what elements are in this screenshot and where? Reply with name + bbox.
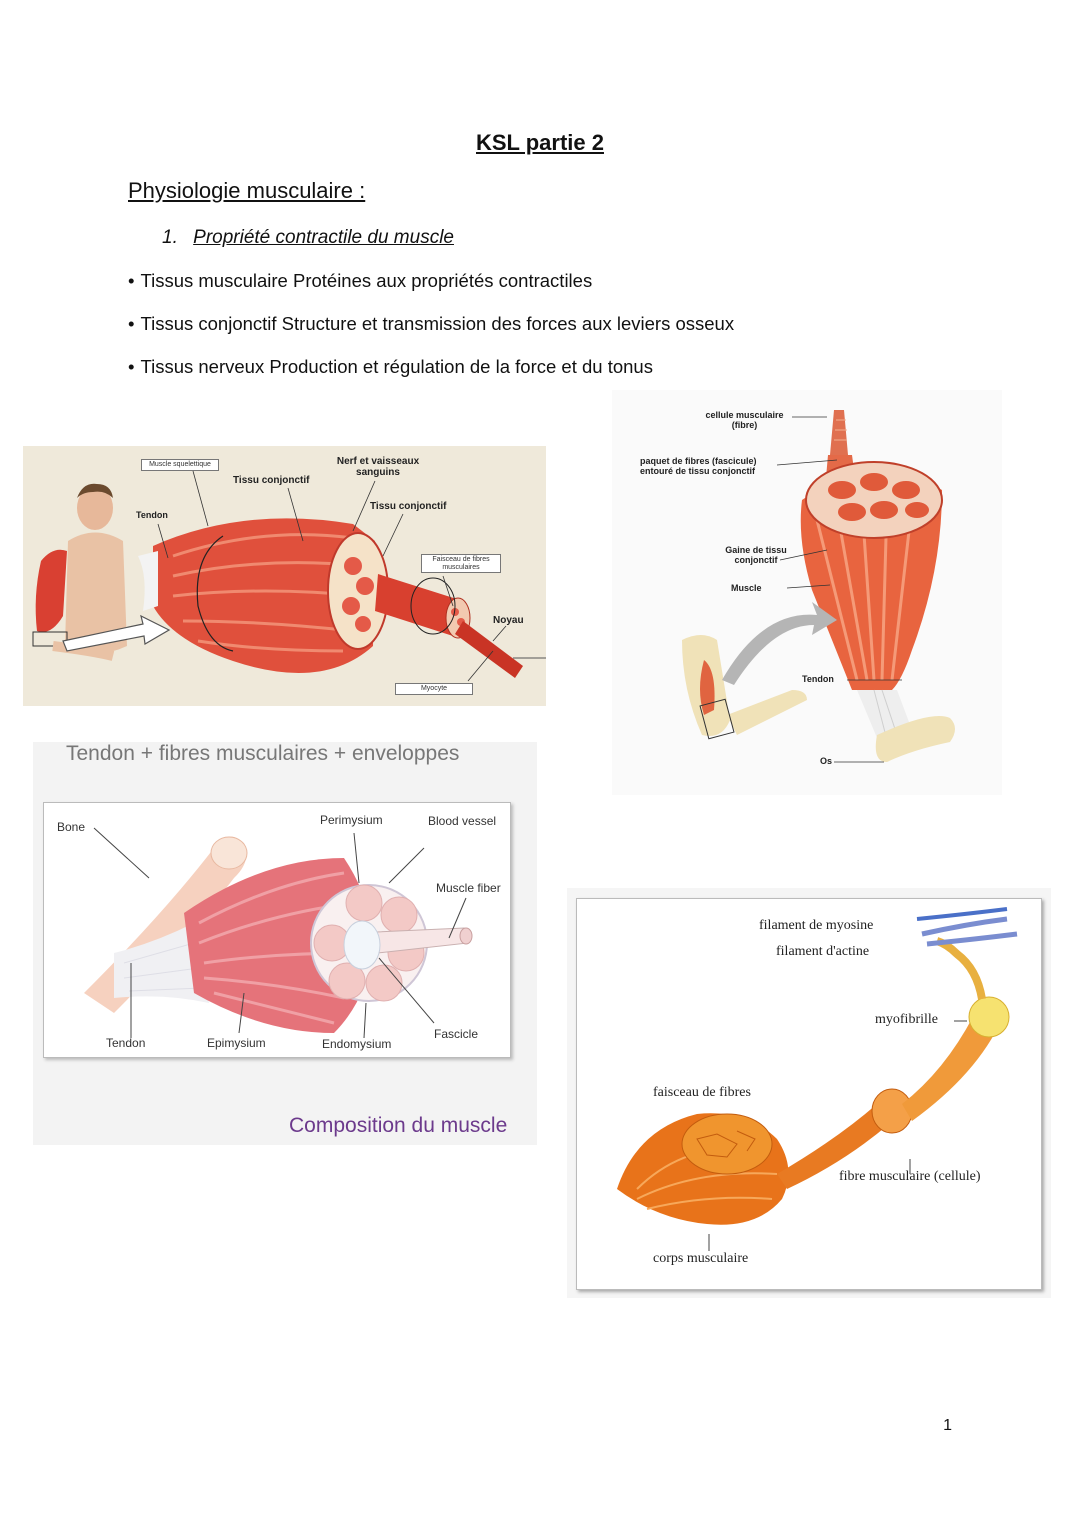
bullet-dot: • — [128, 270, 135, 291]
label-tendon: Tendon — [106, 1036, 146, 1050]
label-myocyte: Myocyte — [395, 683, 473, 695]
composition-diagram-panel: Bone Perimysium Blood vessel Muscle fibe… — [43, 802, 511, 1058]
myofibril-diagram-panel: filament de myosine filament d'actine my… — [576, 898, 1042, 1290]
label-muscle-squelettique: Muscle squelettique — [141, 459, 219, 471]
label-filament-myosine: filament de myosine — [759, 918, 874, 933]
label-perimysium: Perimysium — [320, 813, 383, 827]
figure-muscle-structure-arm: Muscle squelettique Tendon Tissu conjonc… — [23, 446, 546, 706]
label-corps-musculaire: corps musculaire — [653, 1251, 749, 1266]
label-noyau: Noyau — [493, 615, 524, 626]
label-faisceau: Faisceau de fibres musculaires — [421, 554, 501, 574]
label-filament-actine: filament d'actine — [776, 944, 870, 959]
label-paquet-fibres: paquet de fibres (fascicule) entouré de … — [640, 456, 757, 476]
label-faisceau-fibres: faisceau de fibres — [653, 1085, 751, 1100]
label-blood-vessel: Blood vessel — [428, 814, 497, 828]
section-title: Physiologie musculaire : — [128, 178, 366, 203]
label-fibre-musculaire: fibre musculaire (cellule) — [839, 1169, 981, 1184]
label-myofibrille: myofibrille — [875, 1012, 938, 1027]
bullet-dot: • — [128, 356, 135, 377]
label-tissu-conjonctif: Tissu conjonctif — [233, 475, 310, 486]
label-tendon: Tendon — [802, 674, 834, 684]
label-cellule-musculaire: cellule musculaire (fibre) — [705, 410, 784, 430]
label-muscle-fiber: Muscle fiber — [436, 881, 501, 895]
label-epimysium: Epimysium — [207, 1036, 266, 1050]
bullet-text: Tissus musculaire Protéines aux propriét… — [140, 270, 593, 291]
bullet-text: Tissus conjonctif Structure et transmiss… — [140, 313, 735, 334]
subsection-number: 1. — [162, 227, 178, 248]
subsection-title: Propriété contractile du muscle — [193, 227, 454, 248]
figure-footer: Composition du muscle — [289, 1114, 508, 1137]
label-nerf-vaisseaux: Nerf et vaisseaux sanguins — [336, 456, 420, 478]
myofibril-illustration — [617, 907, 1018, 1251]
document-title: KSL partie 2 — [476, 130, 604, 155]
bullet-text: Tissus nerveux Production et régulation … — [140, 356, 653, 377]
page-number: 1 — [943, 1417, 952, 1434]
bullet-item: •Tissus nerveux Production et régulation… — [128, 356, 653, 378]
figure-muscle-composition: Tendon + fibres musculaires + enveloppes — [33, 742, 537, 1145]
bullet-dot: • — [128, 313, 135, 334]
label-tissu-conjonctif: Tissu conjonctif — [370, 501, 447, 512]
subsection-heading: 1. Propriété contractile du muscle — [162, 227, 454, 249]
composition-illustration — [84, 827, 473, 1039]
label-gaine: Gaine de tissu conjonctif — [725, 545, 787, 565]
figure-muscle-tendon-bone: cellule musculaire (fibre) paquet de fib… — [612, 390, 1002, 795]
figure-myofibril: filament de myosine filament d'actine my… — [567, 888, 1051, 1298]
label-muscle: Muscle — [731, 583, 762, 593]
label-os: Os — [820, 756, 833, 766]
figure-header: Tendon + fibres musculaires + enveloppes — [66, 742, 460, 765]
bullet-item: •Tissus conjonctif Structure et transmis… — [128, 313, 734, 335]
muscle-fiber-illustration — [682, 410, 955, 763]
label-bone: Bone — [57, 820, 86, 834]
label-endomysium: Endomysium — [322, 1037, 392, 1051]
label-fascicle: Fascicle — [434, 1027, 479, 1041]
muscle-structure-illustration — [32, 470, 546, 682]
label-tendon: Tendon — [136, 510, 168, 520]
bullet-item: •Tissus musculaire Protéines aux proprié… — [128, 270, 592, 292]
